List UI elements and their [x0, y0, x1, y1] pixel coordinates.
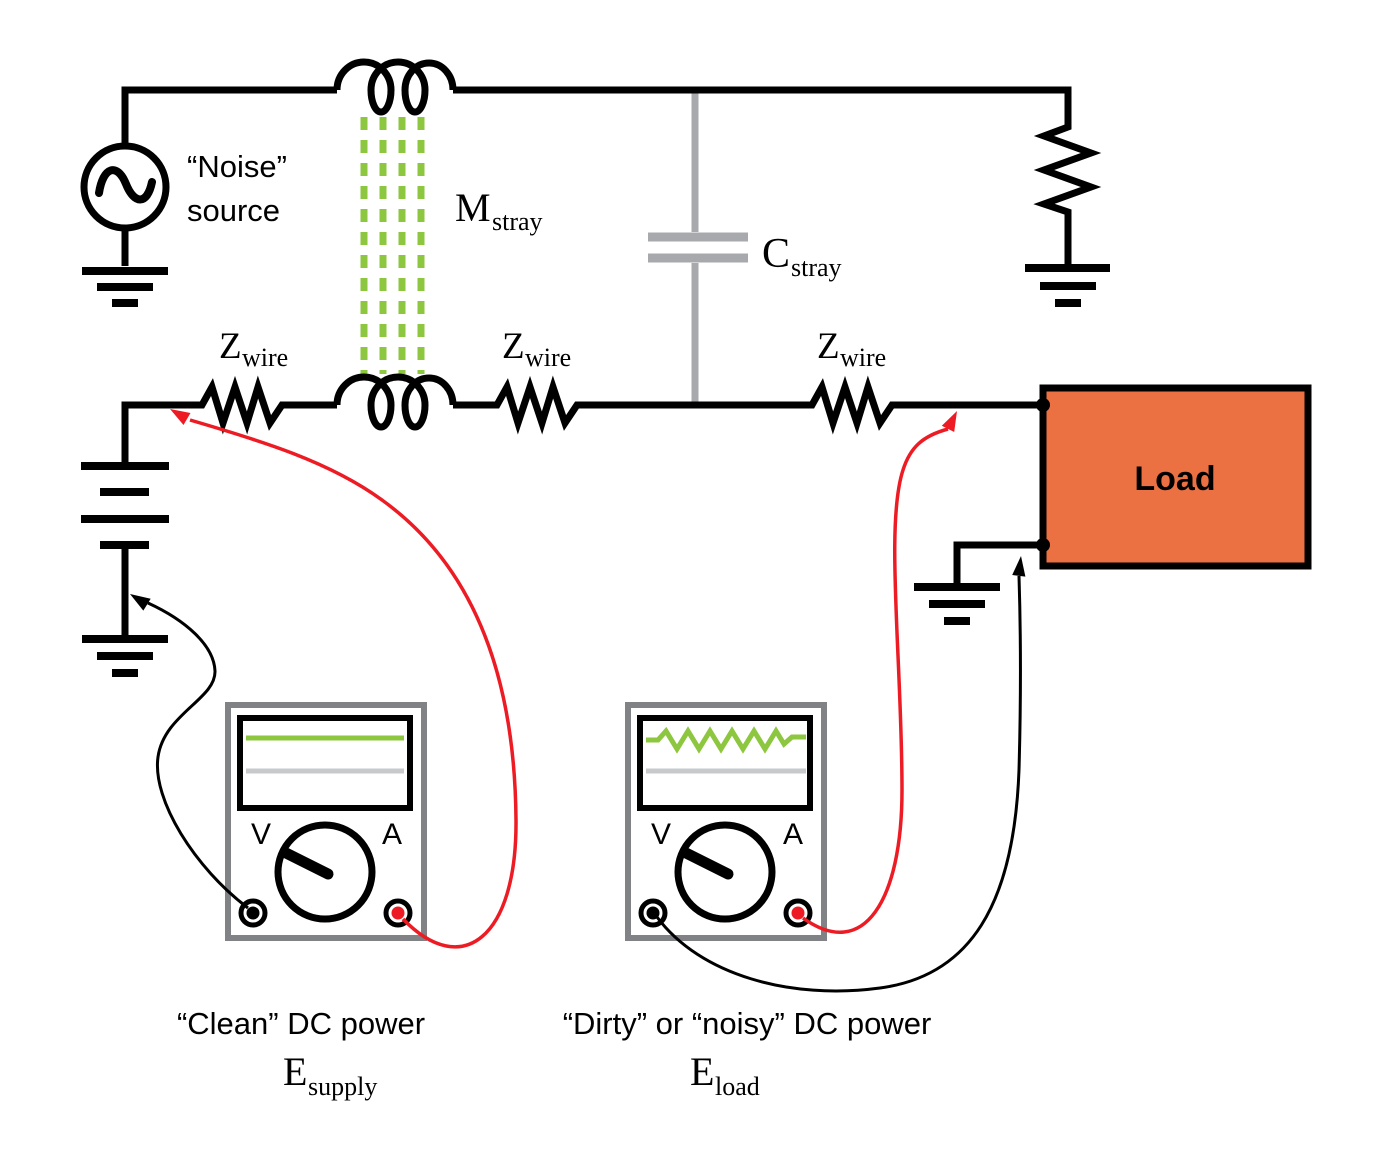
- load-label: Load: [1134, 460, 1215, 498]
- e-load-subscript: load: [715, 1072, 760, 1101]
- volts-label: V: [651, 818, 671, 851]
- top-inductor-icon: [333, 58, 457, 116]
- bottom-inductor-icon: [333, 373, 457, 431]
- black-lead-left: [147, 601, 249, 910]
- multimeter-left: V A: [225, 702, 427, 941]
- amps-label: A: [783, 818, 803, 851]
- black-terminal-center: [246, 906, 260, 920]
- clean-dc-caption: “Clean” DC power: [177, 1006, 425, 1041]
- battery-icon: [81, 462, 169, 549]
- red-terminal-center: [791, 906, 805, 920]
- meter-display: [637, 715, 813, 811]
- red-terminal-center: [391, 906, 405, 920]
- ground-icon-noise-source: [82, 267, 168, 307]
- e-supply-label: E: [283, 1049, 307, 1094]
- red-lead-right: [801, 427, 949, 934]
- black-arrowhead-left-icon: [130, 594, 151, 611]
- black-lead-right: [655, 575, 1022, 993]
- m-stray-subscript: stray: [492, 207, 543, 236]
- wire-bottom-zwire2-zwire3-icon: [453, 375, 1043, 435]
- black-arrowhead-right-icon: [1012, 556, 1026, 577]
- wire-load-to-ground: [953, 541, 1043, 583]
- black-terminal-center: [646, 906, 660, 920]
- noise-source-label-line1: “Noise”: [187, 149, 287, 184]
- noisy-dc-trace-icon: [646, 726, 806, 754]
- dial-pointer-icon: [680, 847, 734, 880]
- load-box: [1039, 384, 1312, 570]
- ground-icon-load: [914, 583, 1000, 625]
- z-wire-subscript-2: wire: [525, 343, 571, 372]
- multimeter-right: V A: [625, 702, 827, 941]
- volts-label: V: [251, 818, 271, 851]
- wire-top-left: [121, 86, 337, 146]
- ground-icon-top-right: [1025, 264, 1110, 307]
- e-load-label: E: [690, 1049, 714, 1094]
- c-stray-subscript: stray: [791, 253, 842, 282]
- c-stray-label: C: [762, 231, 790, 277]
- z-wire-label-3: Z: [817, 326, 840, 367]
- z-wire-label-2: Z: [502, 326, 525, 367]
- amps-label: A: [382, 818, 402, 851]
- dial-pointer-icon: [280, 847, 334, 880]
- z-wire-subscript-1: wire: [242, 343, 288, 372]
- dirty-dc-caption: “Dirty” or “noisy” DC power: [563, 1006, 932, 1041]
- sine-wave-icon: [95, 166, 156, 204]
- wire-top-right-and-resistor-icon: [453, 86, 1102, 266]
- m-stray-label: M: [455, 185, 491, 230]
- ground-icon-battery: [82, 635, 168, 677]
- e-supply-subscript: supply: [308, 1072, 377, 1101]
- mutual-inductance-dashes-icon: [360, 117, 425, 374]
- wire-bottom-left-and-zwire1-icon: [121, 375, 337, 462]
- stray-capacitor-icon: [648, 232, 748, 263]
- red-arrowhead-left-icon: [170, 409, 191, 425]
- red-lead-left: [189, 418, 518, 949]
- load-terminal-top-dot: [1036, 398, 1050, 412]
- red-arrowhead-right-icon: [941, 411, 957, 432]
- z-wire-label-1: Z: [219, 326, 242, 367]
- meter-display: [237, 715, 413, 811]
- noise-source-label-line2: source: [187, 193, 280, 228]
- z-wire-subscript-3: wire: [840, 343, 886, 372]
